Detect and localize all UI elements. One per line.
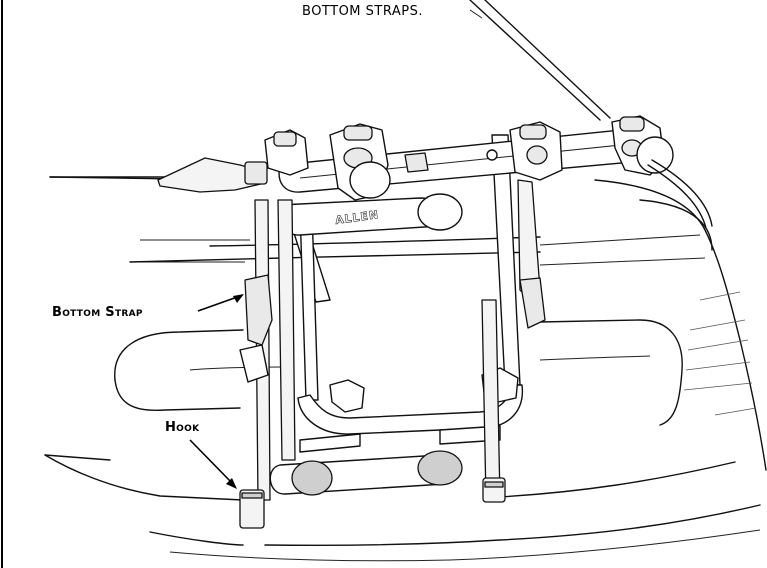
bike-rack: ALLEN	[157, 115, 713, 529]
callout-bottom-strap: Bottom Strap	[52, 294, 244, 320]
top-strap-buckle	[244, 161, 268, 185]
cradle-right-2	[611, 115, 674, 176]
bottom-strap-buckle	[244, 274, 273, 346]
brand-logo: ALLEN	[334, 208, 380, 227]
callout-top: BOTTOM STRAPS.	[302, 4, 483, 19]
bottom-strap-label: Bottom Strap	[52, 305, 143, 320]
lower-frame	[297, 384, 524, 435]
hook-label: Hook	[165, 420, 200, 435]
bottom-strap-right	[481, 299, 501, 501]
hook-left	[239, 489, 265, 529]
cradle-middle	[329, 123, 391, 201]
callout-hook: Hook	[165, 420, 237, 489]
cradle-left	[264, 129, 309, 176]
top-note-label: BOTTOM STRAPS.	[302, 4, 423, 19]
cradle-right-1	[509, 121, 563, 181]
